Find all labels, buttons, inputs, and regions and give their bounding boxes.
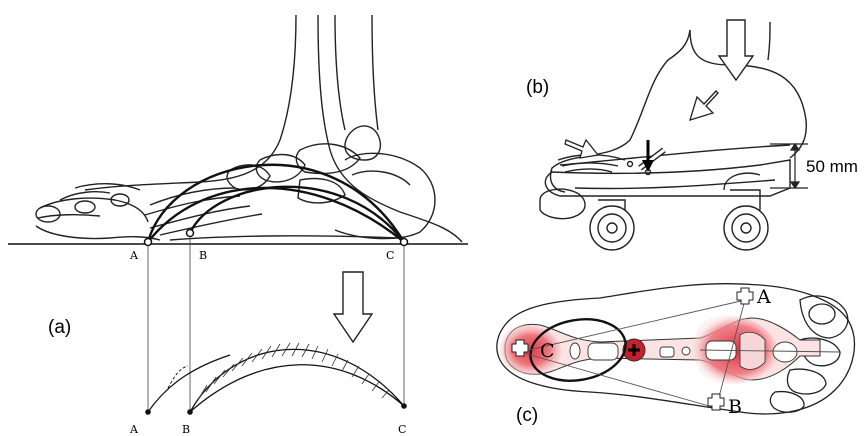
strut-arrow-b-inner bbox=[640, 150, 664, 168]
label-c-top: C bbox=[386, 250, 394, 261]
label-c-bottom: C bbox=[398, 424, 406, 435]
label-c-point-a: A bbox=[757, 288, 771, 307]
diagonal-arrow-b bbox=[690, 91, 718, 120]
point-c-marker bbox=[401, 239, 408, 246]
height-label: 50 mm bbox=[806, 158, 858, 175]
left-arrow-b bbox=[565, 140, 598, 158]
label-a-bottom: A bbox=[130, 424, 138, 435]
panel-a-label: (a) bbox=[48, 318, 71, 337]
height-dimension bbox=[770, 144, 808, 188]
panel-b-label: (b) bbox=[526, 78, 549, 97]
point-b-marker bbox=[187, 230, 194, 237]
label-b-bottom: B bbox=[182, 424, 190, 435]
label-b-top: B bbox=[199, 250, 207, 261]
label-a-top: A bbox=[130, 250, 138, 261]
arch-schematic bbox=[145, 343, 407, 415]
panel-c-label: (c) bbox=[516, 406, 538, 425]
label-c-point-b: B bbox=[728, 398, 742, 417]
load-arrow-b bbox=[719, 20, 753, 80]
point-a-marker bbox=[145, 239, 152, 246]
load-arrow-a bbox=[334, 272, 372, 342]
label-c-point-c: C bbox=[540, 342, 555, 361]
panel-b-skate bbox=[540, 22, 806, 250]
panel-a-foot bbox=[36, 15, 462, 242]
